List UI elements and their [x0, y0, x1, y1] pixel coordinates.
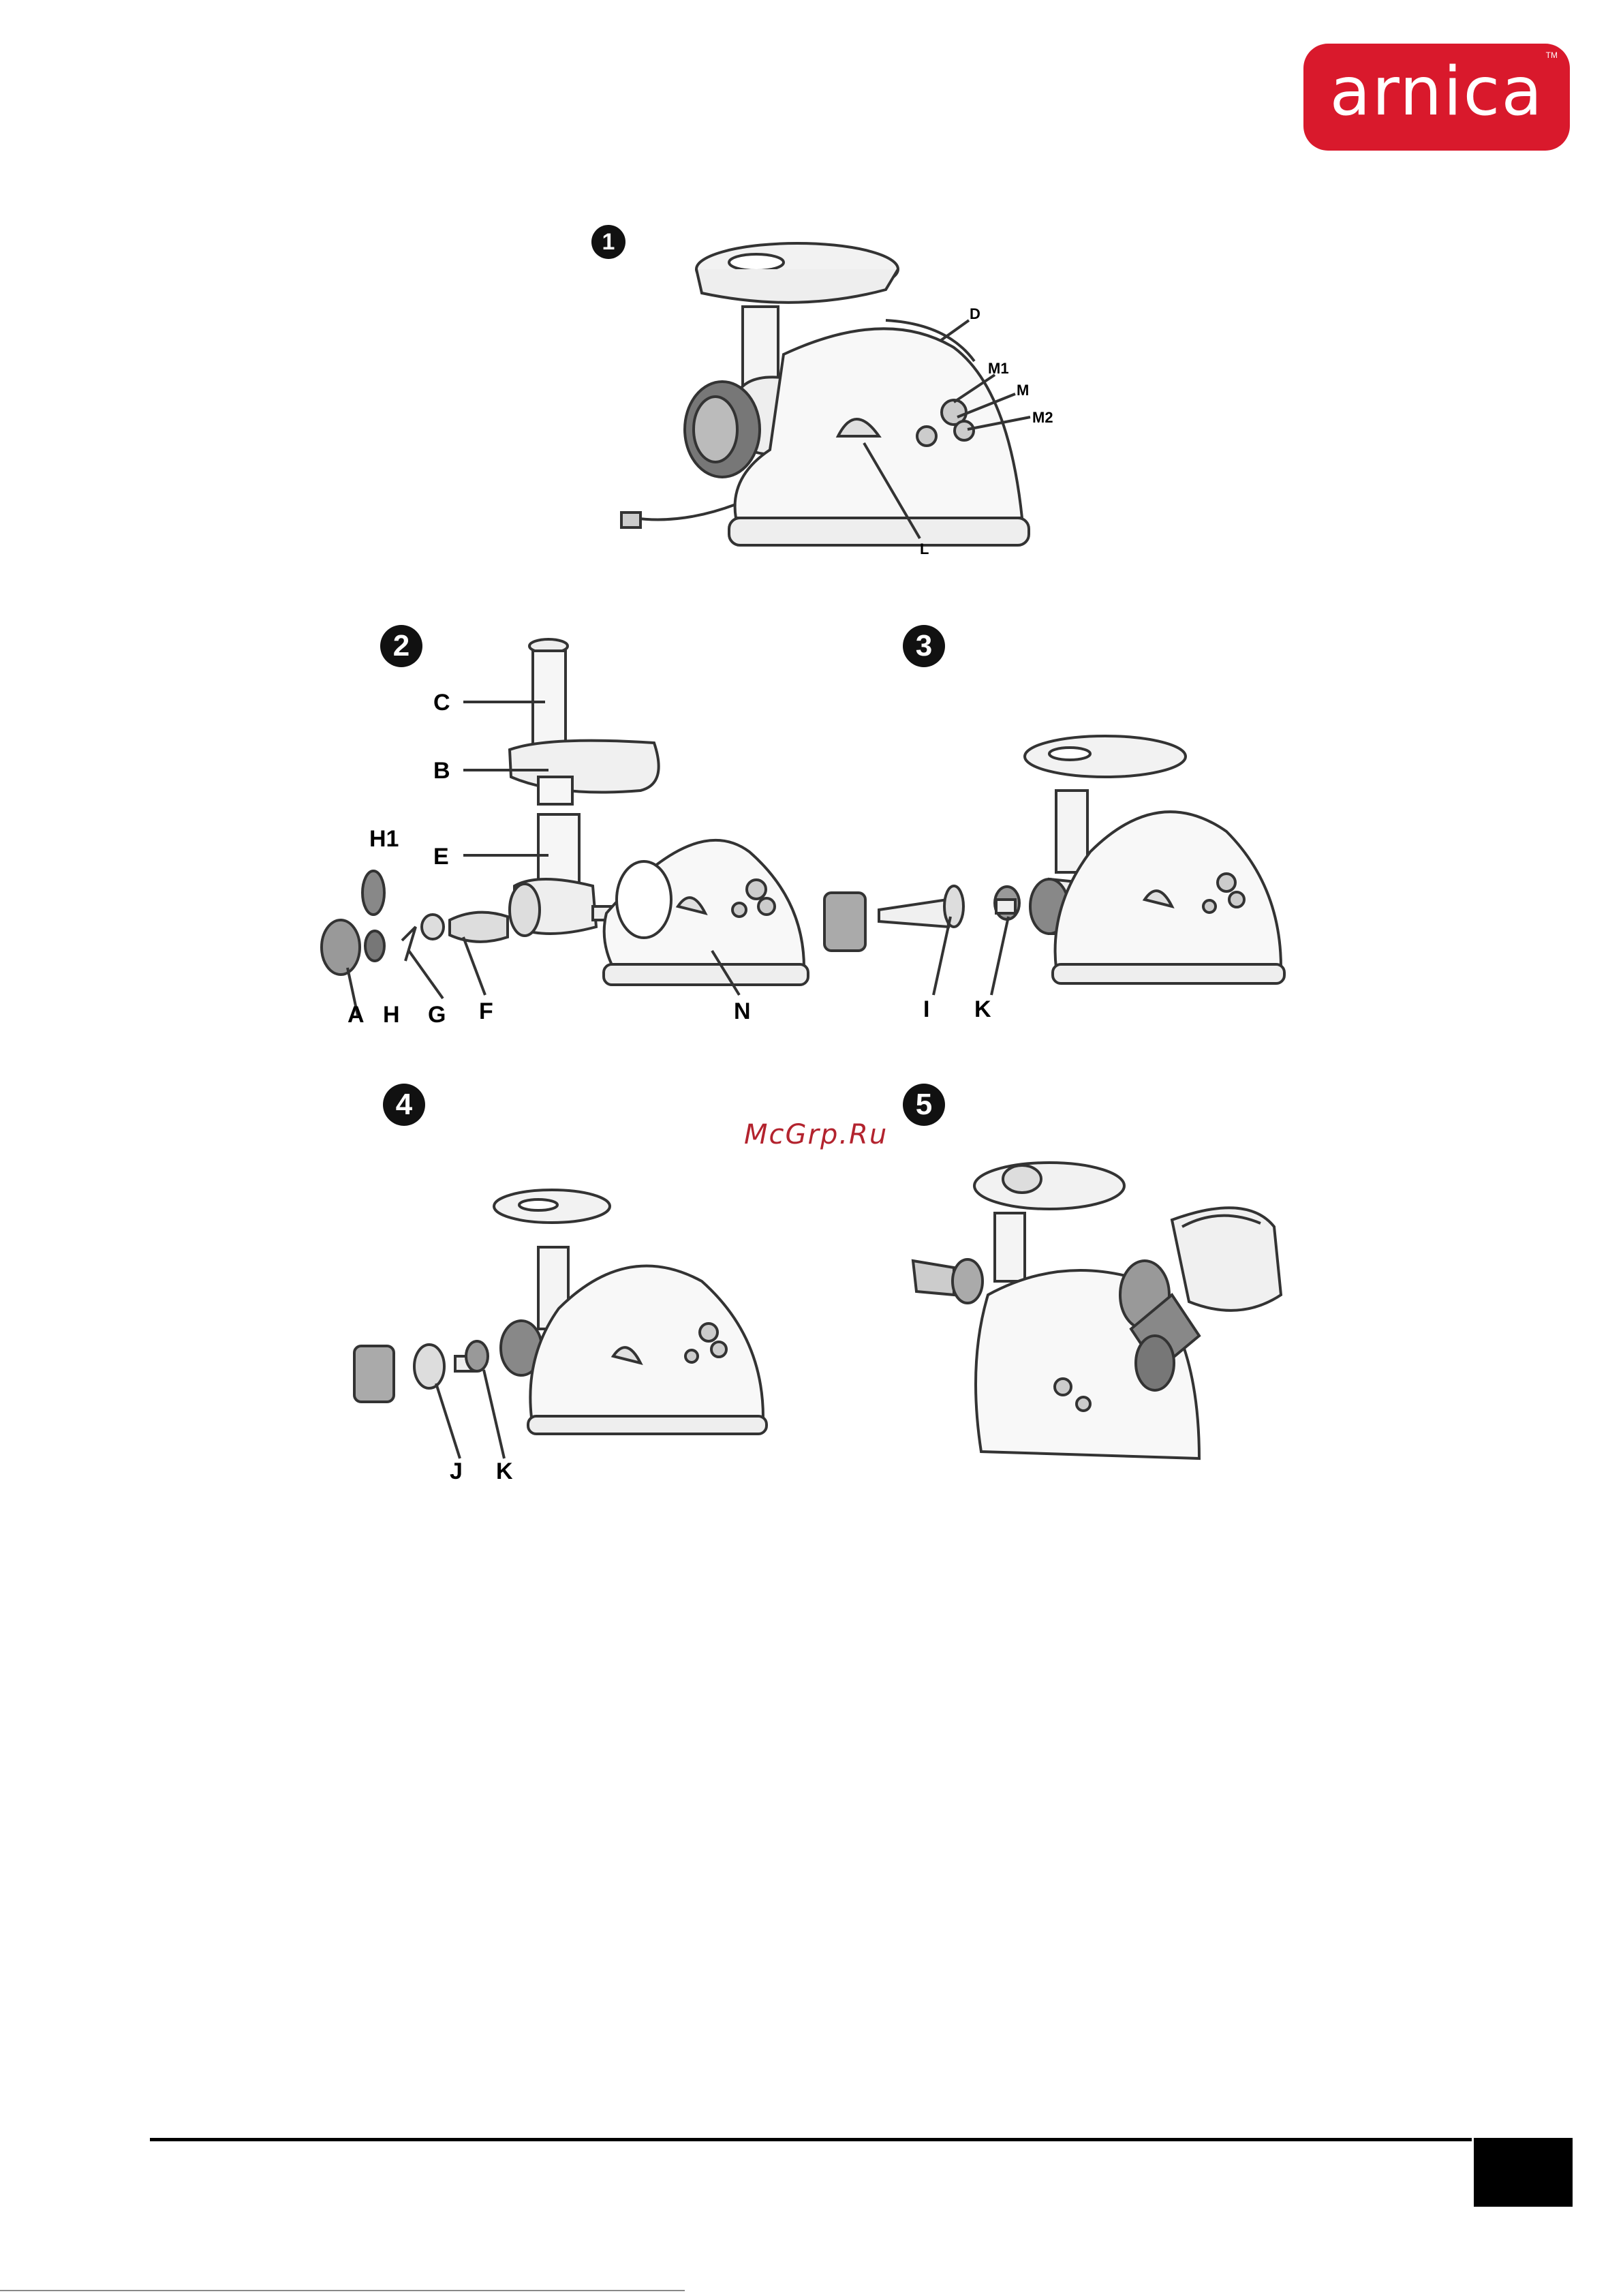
label-d: D [970, 305, 980, 323]
step-badge-2: 2 [380, 625, 422, 667]
label-a: A [347, 1002, 365, 1028]
figure-1-drawing [621, 243, 1030, 545]
step-badge-5: 5 [903, 1084, 945, 1126]
label-n: N [734, 998, 751, 1025]
figure-5-drawing [913, 1163, 1281, 1458]
figure-4-drawing [354, 1190, 767, 1458]
label-h: H [383, 1002, 400, 1028]
bottom-divider [0, 2290, 685, 2291]
label-m1: M1 [988, 360, 1009, 378]
label-k-fig3: K [974, 996, 991, 1023]
label-f: F [479, 998, 493, 1025]
figure-3-drawing [824, 736, 1284, 995]
page-number-box [1474, 2138, 1573, 2207]
label-l: L [920, 540, 929, 558]
label-m: M [1017, 382, 1029, 399]
step-badge-4: 4 [383, 1084, 425, 1126]
label-c: C [433, 690, 450, 716]
label-e: E [433, 844, 449, 870]
step-badge-3: 3 [903, 625, 945, 667]
label-j: J [450, 1458, 463, 1485]
step-badge-1: 1 [591, 225, 625, 259]
label-k-fig4: K [496, 1458, 513, 1485]
label-h1: H1 [369, 826, 399, 853]
footer-rule [150, 2138, 1472, 2141]
watermark-text: McGrp.Ru [744, 1119, 888, 1150]
label-i: I [923, 996, 929, 1023]
label-m2: M2 [1032, 409, 1053, 427]
label-g: G [428, 1002, 446, 1028]
label-b: B [433, 758, 450, 784]
